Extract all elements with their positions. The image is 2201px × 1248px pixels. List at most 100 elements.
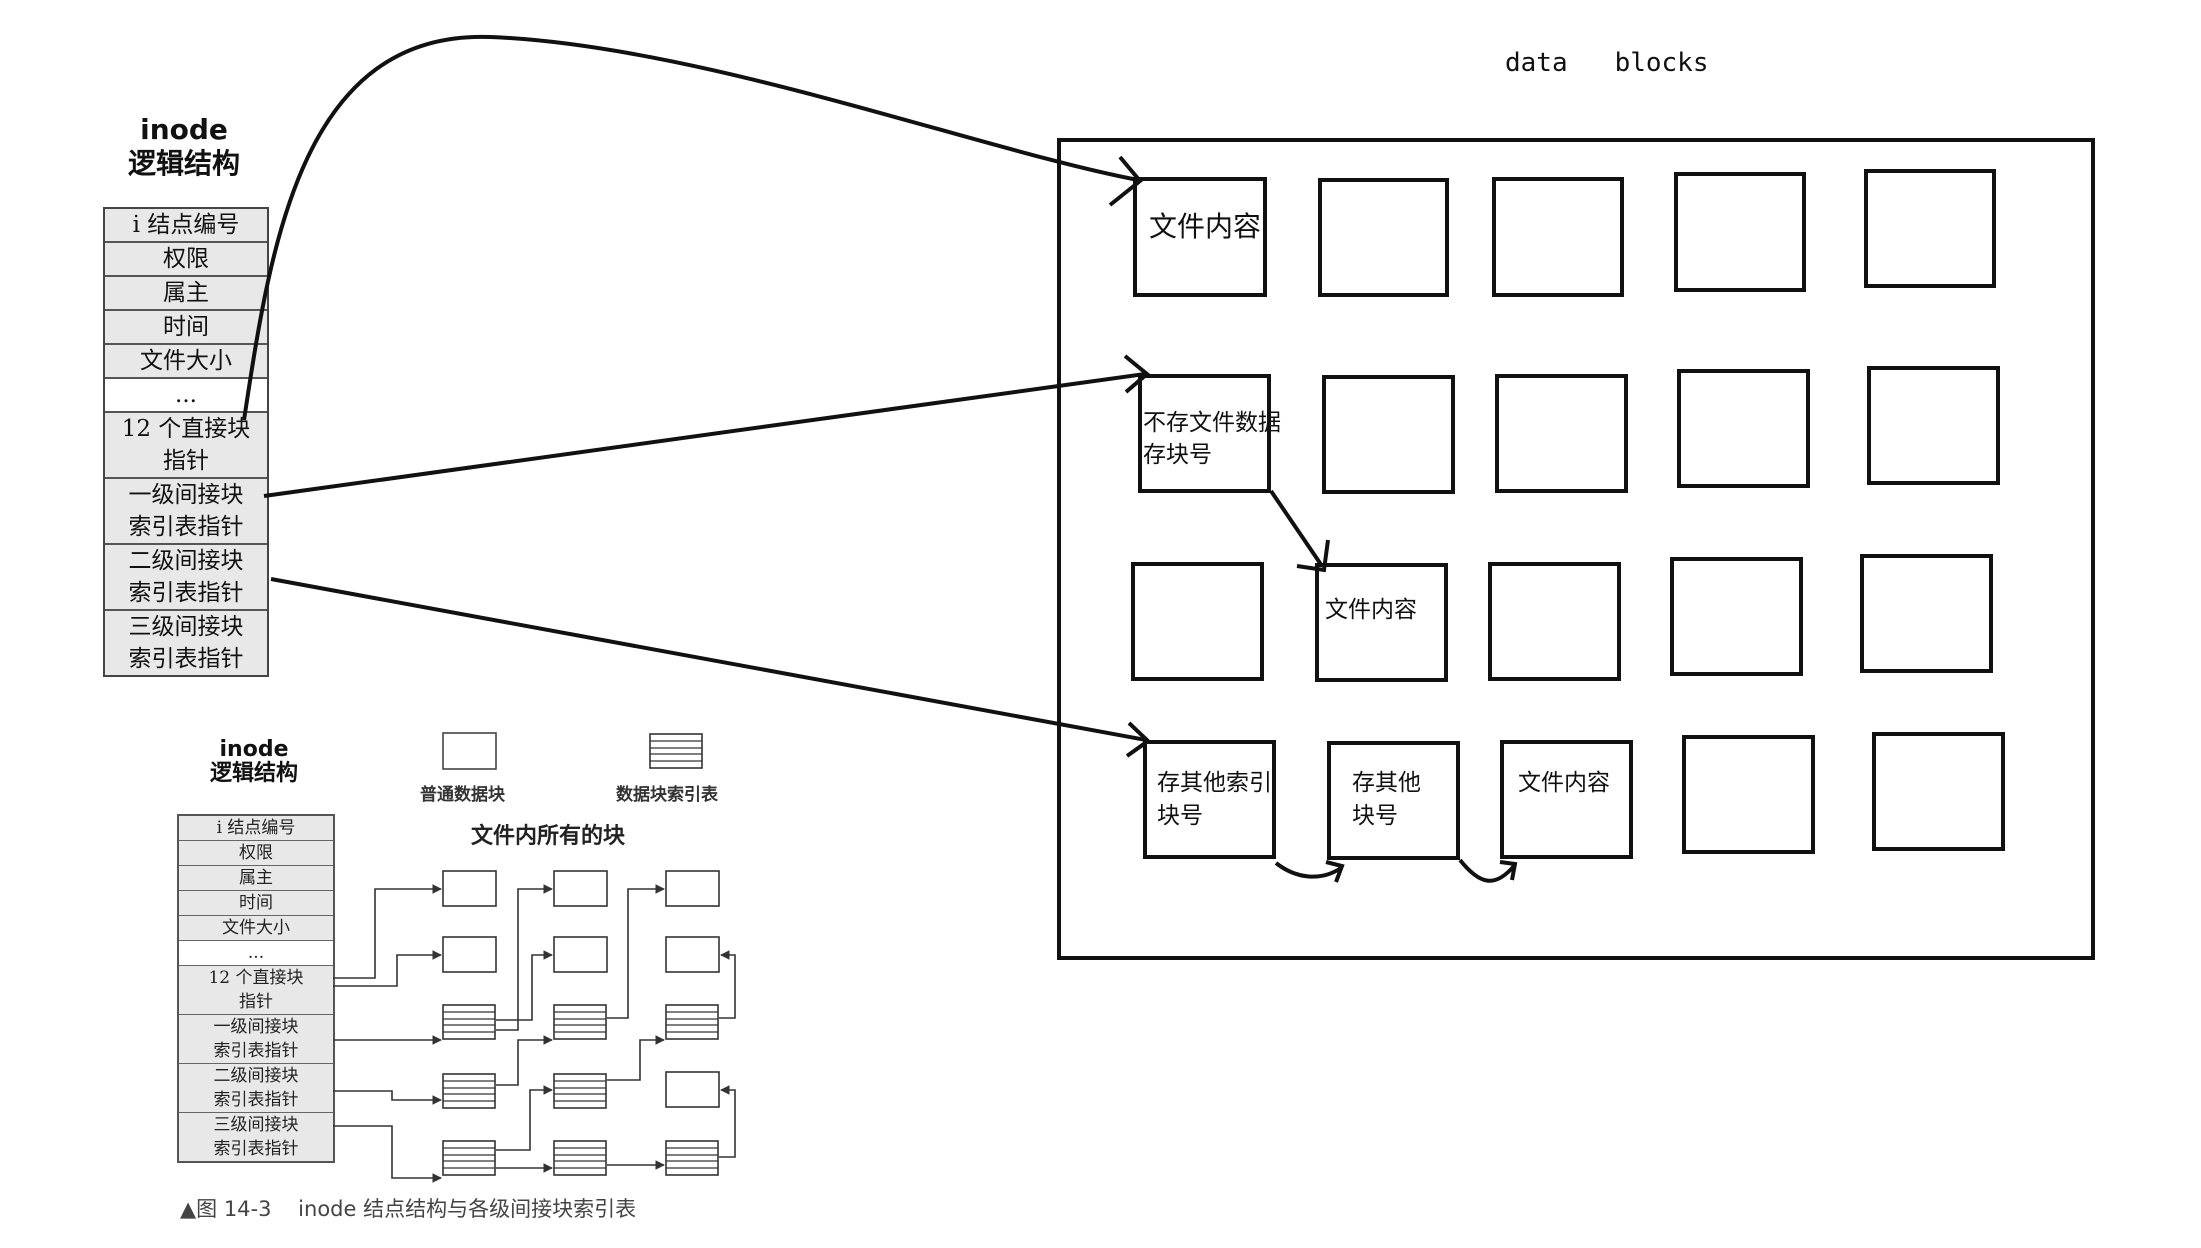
- figure-inode-row-9-line-0: 三级间接块: [213, 1115, 299, 1135]
- figure-inode-row-6: 12 个直接块指针: [179, 966, 333, 1015]
- data-block-r3c2: [1315, 563, 1448, 682]
- figure-inode-table: i 结点编号权限属主时间文件大小...12 个直接块指针一级间接块索引表指针二级…: [177, 814, 335, 1163]
- figure-inode-row-3-line-0: 时间: [239, 893, 273, 913]
- legend-index-label: 数据块索引表: [616, 785, 718, 805]
- inode-row-5: ...: [105, 379, 267, 413]
- figure-inode-row-0-line-0: i 结点编号: [216, 818, 296, 838]
- fig-link-triple: [333, 1125, 442, 1183]
- data-block-r3c1: [1131, 562, 1264, 681]
- fig-block-c1-r2: [442, 936, 497, 973]
- fig-index-c3-r3: [665, 1004, 719, 1040]
- fig-block-c2-r1: [553, 870, 608, 907]
- fig-index-c2-r5: [553, 1140, 607, 1176]
- figure-inode-row-2: 属主: [179, 866, 333, 891]
- inode-row-8-line-1: 索引表指针: [128, 580, 244, 606]
- figure-inode-row-9-line-1: 索引表指针: [213, 1139, 299, 1159]
- data-blocks-container: [1057, 138, 2095, 960]
- inode-row-2-line-0: 属主: [163, 280, 209, 306]
- arrowhead-double-indirect: [1125, 721, 1152, 758]
- fig-link-c3r5-c3r4: [719, 1085, 736, 1158]
- arrowhead-index-to-content: [1296, 539, 1330, 573]
- inode-row-9-line-0: 三级间接块: [128, 614, 244, 640]
- figure-caption: ▲图 14-3 inode 结点结构与各级间接块索引表: [180, 1197, 637, 1221]
- fig-link-c1r3-c2r1: [496, 884, 553, 1031]
- fig-index-c2-r3: [553, 1004, 607, 1040]
- arrow-index-to-content: [1269, 489, 1324, 568]
- block-text-r4c2: 存其他 块号: [1352, 770, 1421, 829]
- data-block-r2c5: [1867, 366, 2000, 485]
- inode-row-1-line-0: 权限: [163, 246, 209, 272]
- block-text-r2c1: 不存文件数据 存块号: [1143, 410, 1281, 468]
- data-block-r4c5: [1872, 732, 2005, 851]
- fig-block-c3-r2: [665, 936, 720, 973]
- figure-inode-title-line2: 逻辑结构: [209, 761, 298, 786]
- legend-index-block: [649, 733, 703, 769]
- arrow-chain-1: [1274, 861, 1343, 879]
- figure-inode-row-7: 一级间接块索引表指针: [179, 1015, 333, 1064]
- fig-link-direct-1: [333, 884, 442, 979]
- data-block-r1c4: [1674, 172, 1806, 292]
- data-block-r2c3: [1495, 374, 1628, 493]
- arrow-double-indirect: [270, 577, 1147, 742]
- block-text-r4c3: 文件内容: [1518, 770, 1610, 796]
- arrowhead-single-indirect: [1123, 354, 1151, 394]
- arrow-direct-pointer: [242, 34, 1139, 421]
- block-text-r3c2: 文件内容: [1325, 597, 1417, 623]
- data-block-r3c3: [1488, 562, 1621, 681]
- data-block-r1c3: [1492, 177, 1624, 297]
- figure-inode-row-6-line-1: 指针: [239, 992, 273, 1012]
- figure-inode-row-1: 权限: [179, 841, 333, 866]
- data-block-r4c2: [1327, 741, 1460, 860]
- inode-title: inode 逻辑结构: [103, 113, 265, 181]
- figure-inode-row-9: 三级间接块索引表指针: [179, 1113, 333, 1161]
- fig-block-c3-r1: [665, 870, 720, 907]
- fig-index-c1-r4: [442, 1073, 496, 1109]
- inode-row-7: 一级间接块索引表指针: [105, 479, 267, 545]
- fig-link-c2r3-c3r1: [607, 884, 665, 1019]
- arrowhead-direct: [1108, 155, 1143, 207]
- inode-row-8: 二级间接块索引表指针: [105, 545, 267, 611]
- figure-inode-row-1-line-0: 权限: [239, 843, 273, 863]
- figure-inode-row-2-line-0: 属主: [239, 868, 273, 888]
- figure-inode-title: inode 逻辑结构: [177, 738, 331, 786]
- fig-block-c2-r2: [553, 936, 608, 973]
- fig-link-c2r4-c3r3: [607, 1035, 665, 1081]
- figure-inode-row-5: ...: [179, 941, 333, 966]
- figure-inode-row-4: 文件大小: [179, 916, 333, 941]
- inode-table: i 结点编号权限属主时间文件大小...12 个直接块指针一级间接块索引表指针二级…: [103, 207, 269, 677]
- data-blocks-label: data blocks: [1505, 48, 1709, 78]
- fig-link-c1r3-c2r2: [496, 950, 553, 1021]
- inode-row-4: 文件大小: [105, 345, 267, 379]
- data-block-r2c2: [1322, 375, 1455, 494]
- inode-row-0: i 结点编号: [105, 209, 267, 243]
- inode-row-4-line-0: 文件大小: [140, 348, 232, 374]
- inode-row-3: 时间: [105, 311, 267, 345]
- inode-row-5-line-0: ...: [175, 382, 197, 408]
- inode-title-line1: inode: [140, 113, 228, 146]
- data-block-r1c1: [1133, 177, 1267, 297]
- data-block-r1c5: [1864, 169, 1996, 288]
- block-text-r1c1: 文件内容: [1149, 210, 1262, 243]
- inode-row-6-line-0: 12 个直接块: [121, 416, 251, 442]
- legend-normal-block: [442, 732, 497, 770]
- data-block-r4c4: [1682, 735, 1815, 854]
- fig-block-c3-r4: [665, 1071, 720, 1108]
- inode-title-line2: 逻辑结构: [127, 147, 240, 180]
- fig-link-c3r3-c3r2: [719, 950, 736, 1019]
- data-block-r1c2: [1318, 178, 1449, 297]
- figure-inode-row-4-line-0: 文件大小: [222, 918, 290, 938]
- legend-normal-label: 普通数据块: [420, 785, 505, 805]
- arrowhead-chain-2: [1499, 860, 1518, 881]
- figure-inode-row-6-line-0: 12 个直接块: [208, 968, 304, 988]
- figure-inode-row-0: i 结点编号: [179, 816, 333, 841]
- figure-inode-title-line1: inode: [219, 737, 289, 762]
- figure-inode-row-8-line-1: 索引表指针: [213, 1090, 299, 1110]
- inode-row-6: 12 个直接块指针: [105, 413, 267, 479]
- all-blocks-title: 文件内所有的块: [471, 824, 626, 849]
- data-block-r4c3: [1500, 740, 1633, 859]
- figure-inode-row-3: 时间: [179, 891, 333, 916]
- inode-row-7-line-0: 一级间接块: [128, 482, 244, 508]
- data-block-r2c4: [1677, 369, 1810, 488]
- fig-link-direct-2: [333, 950, 442, 987]
